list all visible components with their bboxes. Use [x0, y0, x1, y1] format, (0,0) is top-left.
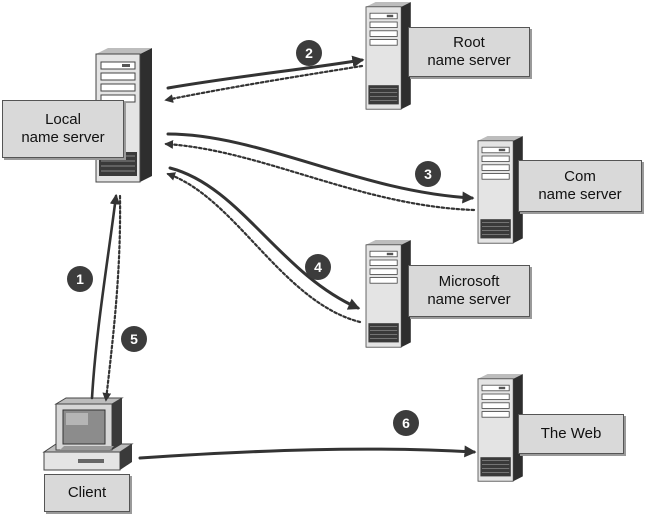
web-server-icon — [477, 373, 524, 482]
svg-text:3: 3 — [424, 166, 432, 182]
arrow-4-request — [168, 166, 361, 310]
arrow-3-response — [164, 140, 476, 212]
com-label-line1: Com — [564, 168, 596, 185]
svg-text:2: 2 — [305, 45, 313, 61]
arrow-2-request — [166, 55, 365, 90]
arrow-3-request — [166, 132, 475, 204]
svg-text:5: 5 — [130, 331, 138, 347]
client-computer-icon — [42, 397, 134, 471]
microsoft-name-server-label: Microsoft name server — [408, 265, 530, 317]
step-badge-4: 4 — [305, 254, 331, 280]
microsoft-server-icon — [365, 239, 412, 348]
root-label-line1: Root — [453, 34, 485, 51]
root-label-line2: name server — [427, 52, 511, 69]
step-badge-1: 1 — [67, 266, 93, 292]
arrow-5-response — [102, 194, 122, 402]
com-server-icon — [477, 135, 524, 244]
svg-text:1: 1 — [76, 271, 84, 287]
com-label-line2: name server — [538, 186, 622, 203]
step-badge-5: 5 — [121, 326, 147, 352]
svg-text:6: 6 — [402, 415, 410, 431]
root-server-icon — [365, 1, 412, 110]
arrow-1-request — [90, 193, 121, 400]
web-label-text: The Web — [540, 425, 602, 442]
microsoft-label-line2: name server — [427, 291, 511, 308]
local-label-line2: name server — [21, 129, 105, 146]
microsoft-label-line1: Microsoft — [438, 273, 500, 290]
root-name-server-label: Root name server — [408, 27, 530, 77]
local-name-server-label: Local name server — [2, 100, 124, 158]
the-web-label: The Web — [518, 414, 624, 454]
svg-text:4: 4 — [314, 259, 322, 275]
com-name-server-label: Com name server — [518, 160, 642, 212]
step-badge-6: 6 — [393, 410, 419, 436]
step-badge-2: 2 — [296, 40, 322, 66]
arrow-4-response — [166, 172, 362, 324]
arrows — [90, 55, 477, 460]
arrow-2-response — [164, 64, 364, 103]
step-badge-3: 3 — [415, 161, 441, 187]
local-label-line1: Local — [45, 111, 81, 128]
arrow-6-request — [138, 445, 477, 460]
client-label: Client — [44, 474, 130, 512]
client-label-text: Client — [67, 484, 107, 501]
